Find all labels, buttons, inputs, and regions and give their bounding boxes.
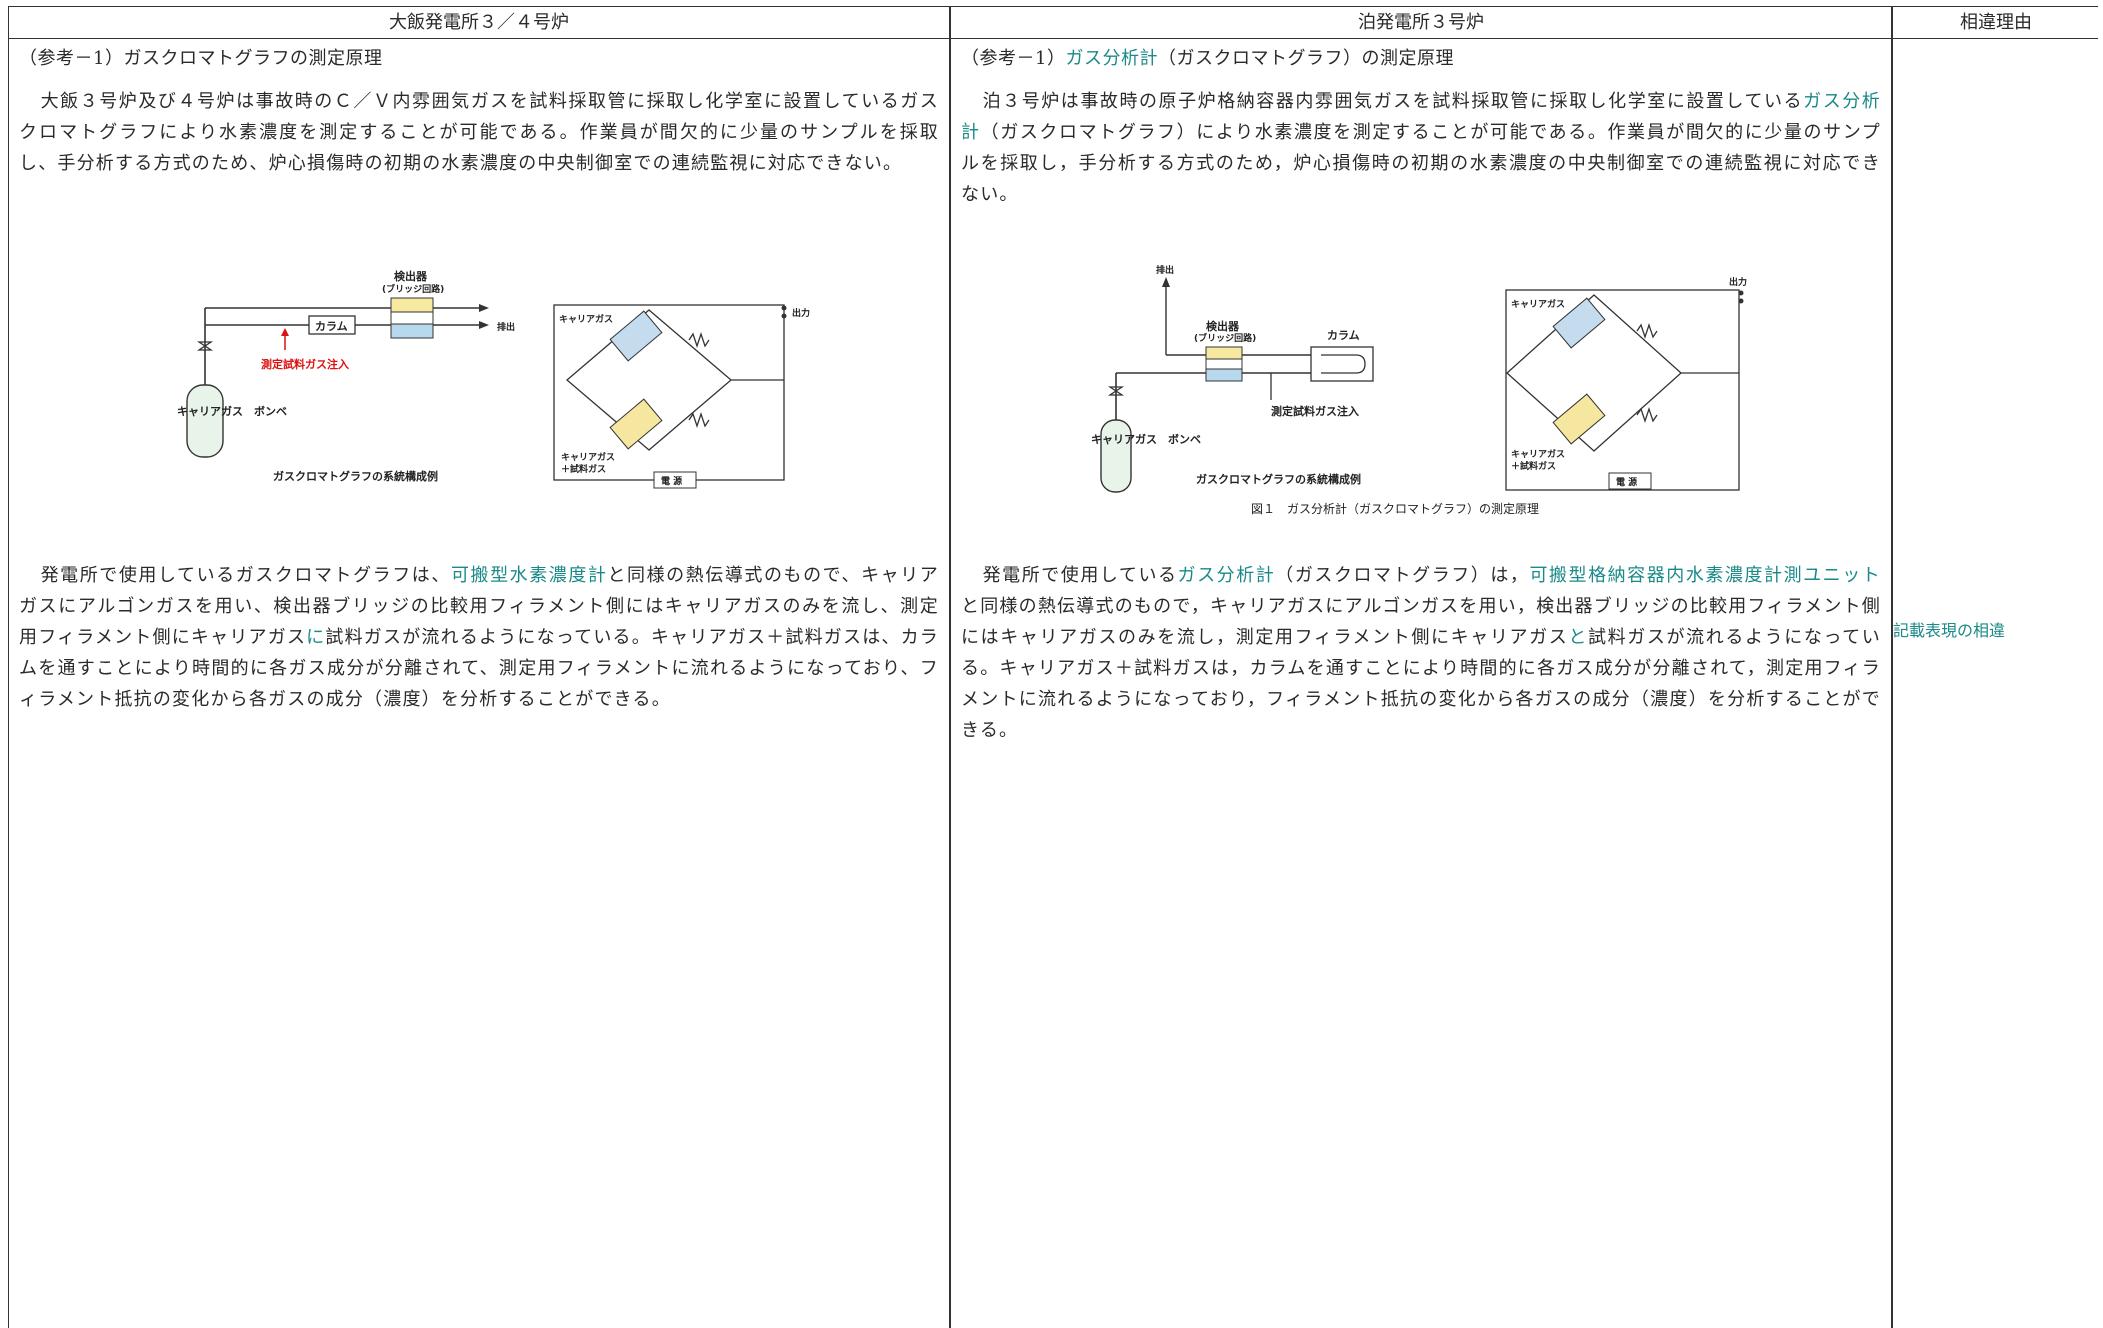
ohi-column: （参考－1）ガスクロマトグラフの測定原理 大飯３号炉及び４号炉は事故時のＣ／Ｖ内… — [9, 40, 949, 710]
svg-text:排出: 排出 — [1156, 265, 1174, 276]
svg-text:ガスクロマトグラフの系統構成例: ガスクロマトグラフの系統構成例 — [273, 469, 438, 483]
svg-text:排出: 排出 — [497, 321, 515, 333]
tomari-paragraph-1: 泊３号炉は事故時の原子炉格納容器内雰囲気ガスを試料採取管に採取し化学室に設置して… — [961, 91, 1881, 205]
column-divider — [949, 7, 951, 1328]
svg-text:検出器: 検出器 — [1206, 319, 1240, 333]
meas-filament-icon — [1552, 393, 1606, 445]
header-reason: 相違理由 — [1960, 12, 2032, 33]
svg-text:出力: 出力 — [1729, 276, 1747, 288]
tomari-column: （参考－1）ガス分析計（ガスクロマトグラフ）の測定原理 泊３号炉は事故時の原子炉… — [951, 40, 1891, 741]
header-ohi: 大飯発電所３／４号炉 — [389, 12, 569, 33]
tomari-diagram: 排出 検出器 (ブリッジ回路) カラム 測定試料ガス注入 キャリアガス ボンベ … — [1091, 265, 1747, 516]
tomari-system-diagram: 排出 検出器 (ブリッジ回路) カラム 測定試料ガス注入 キャリアガス ボンベ … — [1091, 265, 1374, 493]
ohi-paragraph-1: 大飯３号炉及び４号炉は事故時のＣ／Ｖ内雰囲気ガスを試料採取管に採取し化学室に設置… — [19, 91, 939, 174]
tomari-paragraph-2: 発電所で使用しているガス分析計（ガスクロマトグラフ）は，可搬型格納容器内水素濃度… — [961, 565, 1882, 741]
svg-text:キャリアガス: キャリアガス — [559, 313, 613, 325]
svg-text:カラム: カラム — [315, 320, 348, 333]
header-tomari: 泊発電所３号炉 — [1358, 12, 1484, 33]
valve-icon — [196, 341, 214, 351]
ref-filament-icon — [1552, 297, 1606, 349]
ohi-bridge-circuit: 出力 キャリアガス キャリアガス ＋試料ガス 電 源 — [553, 304, 810, 489]
comparison-table: 大飯発電所３／４号炉 泊発電所３号炉 相違理由 （参考－1）ガスクロマトグラフの… — [8, 6, 2098, 1328]
svg-text:電 源: 電 源 — [1616, 476, 1637, 488]
svg-text:測定試料ガス注入: 測定試料ガス注入 — [261, 357, 349, 371]
svg-text:キャリアガス: キャリアガス — [1511, 298, 1565, 310]
ohi-title: （参考－1）ガスクロマトグラフの測定原理 — [19, 48, 383, 69]
svg-text:(ブリッジ回路): (ブリッジ回路) — [382, 283, 444, 295]
ohi-paragraph-2: 発電所で使用しているガスクロマトグラフは、可搬型水素濃度計と同様の熱伝導式のもの… — [19, 565, 940, 710]
ohi-diagram: カラム 検出器 (ブリッジ回路) 排出 測定試料ガス注入 キャリアガス ボンベ … — [177, 269, 810, 489]
svg-text:＋試料ガス: ＋試料ガス — [561, 463, 606, 475]
svg-text:(ブリッジ回路): (ブリッジ回路) — [1194, 332, 1256, 344]
cylinder-icon — [1100, 419, 1132, 493]
svg-text:測定試料ガス注入: 測定試料ガス注入 — [1271, 404, 1359, 418]
svg-text:出力: 出力 — [792, 307, 810, 319]
ref-filament-icon — [609, 310, 663, 362]
figure-caption: 図１ ガス分析計（ガスクロマトグラフ）の測定原理 — [1251, 501, 1539, 516]
ohi-system-diagram: カラム 検出器 (ブリッジ回路) 排出 測定試料ガス注入 キャリアガス ボンベ … — [177, 269, 515, 483]
svg-text:検出器: 検出器 — [394, 269, 428, 283]
column-divider — [1891, 7, 1893, 1328]
header-divider — [9, 38, 2098, 39]
reason-text: 記載表現の相違 — [1893, 621, 2006, 640]
tomari-title: （参考－1）ガス分析計（ガスクロマトグラフ）の測定原理 — [961, 48, 1454, 69]
svg-text:電 源: 電 源 — [661, 475, 682, 487]
svg-text:カラム: カラム — [1327, 329, 1360, 342]
column-icon — [308, 315, 356, 335]
svg-text:＋試料ガス: ＋試料ガス — [1511, 460, 1556, 472]
cylinder-icon — [186, 384, 224, 458]
svg-text:キャリアガス ボンベ: キャリアガス ボンベ — [177, 404, 287, 418]
svg-text:キャリアガス ボンベ: キャリアガス ボンベ — [1091, 432, 1201, 446]
meas-filament-icon — [609, 398, 663, 450]
column-icon — [1310, 346, 1374, 382]
svg-text:キャリアガス: キャリアガス — [1511, 448, 1565, 460]
tomari-bridge-circuit: 出力 キャリアガス キャリアガス ＋試料ガス 電 源 — [1505, 276, 1747, 491]
svg-text:キャリアガス: キャリアガス — [561, 451, 615, 463]
svg-text:ガスクロマトグラフの系統構成例: ガスクロマトグラフの系統構成例 — [1196, 472, 1361, 486]
valve-icon — [1107, 386, 1125, 396]
